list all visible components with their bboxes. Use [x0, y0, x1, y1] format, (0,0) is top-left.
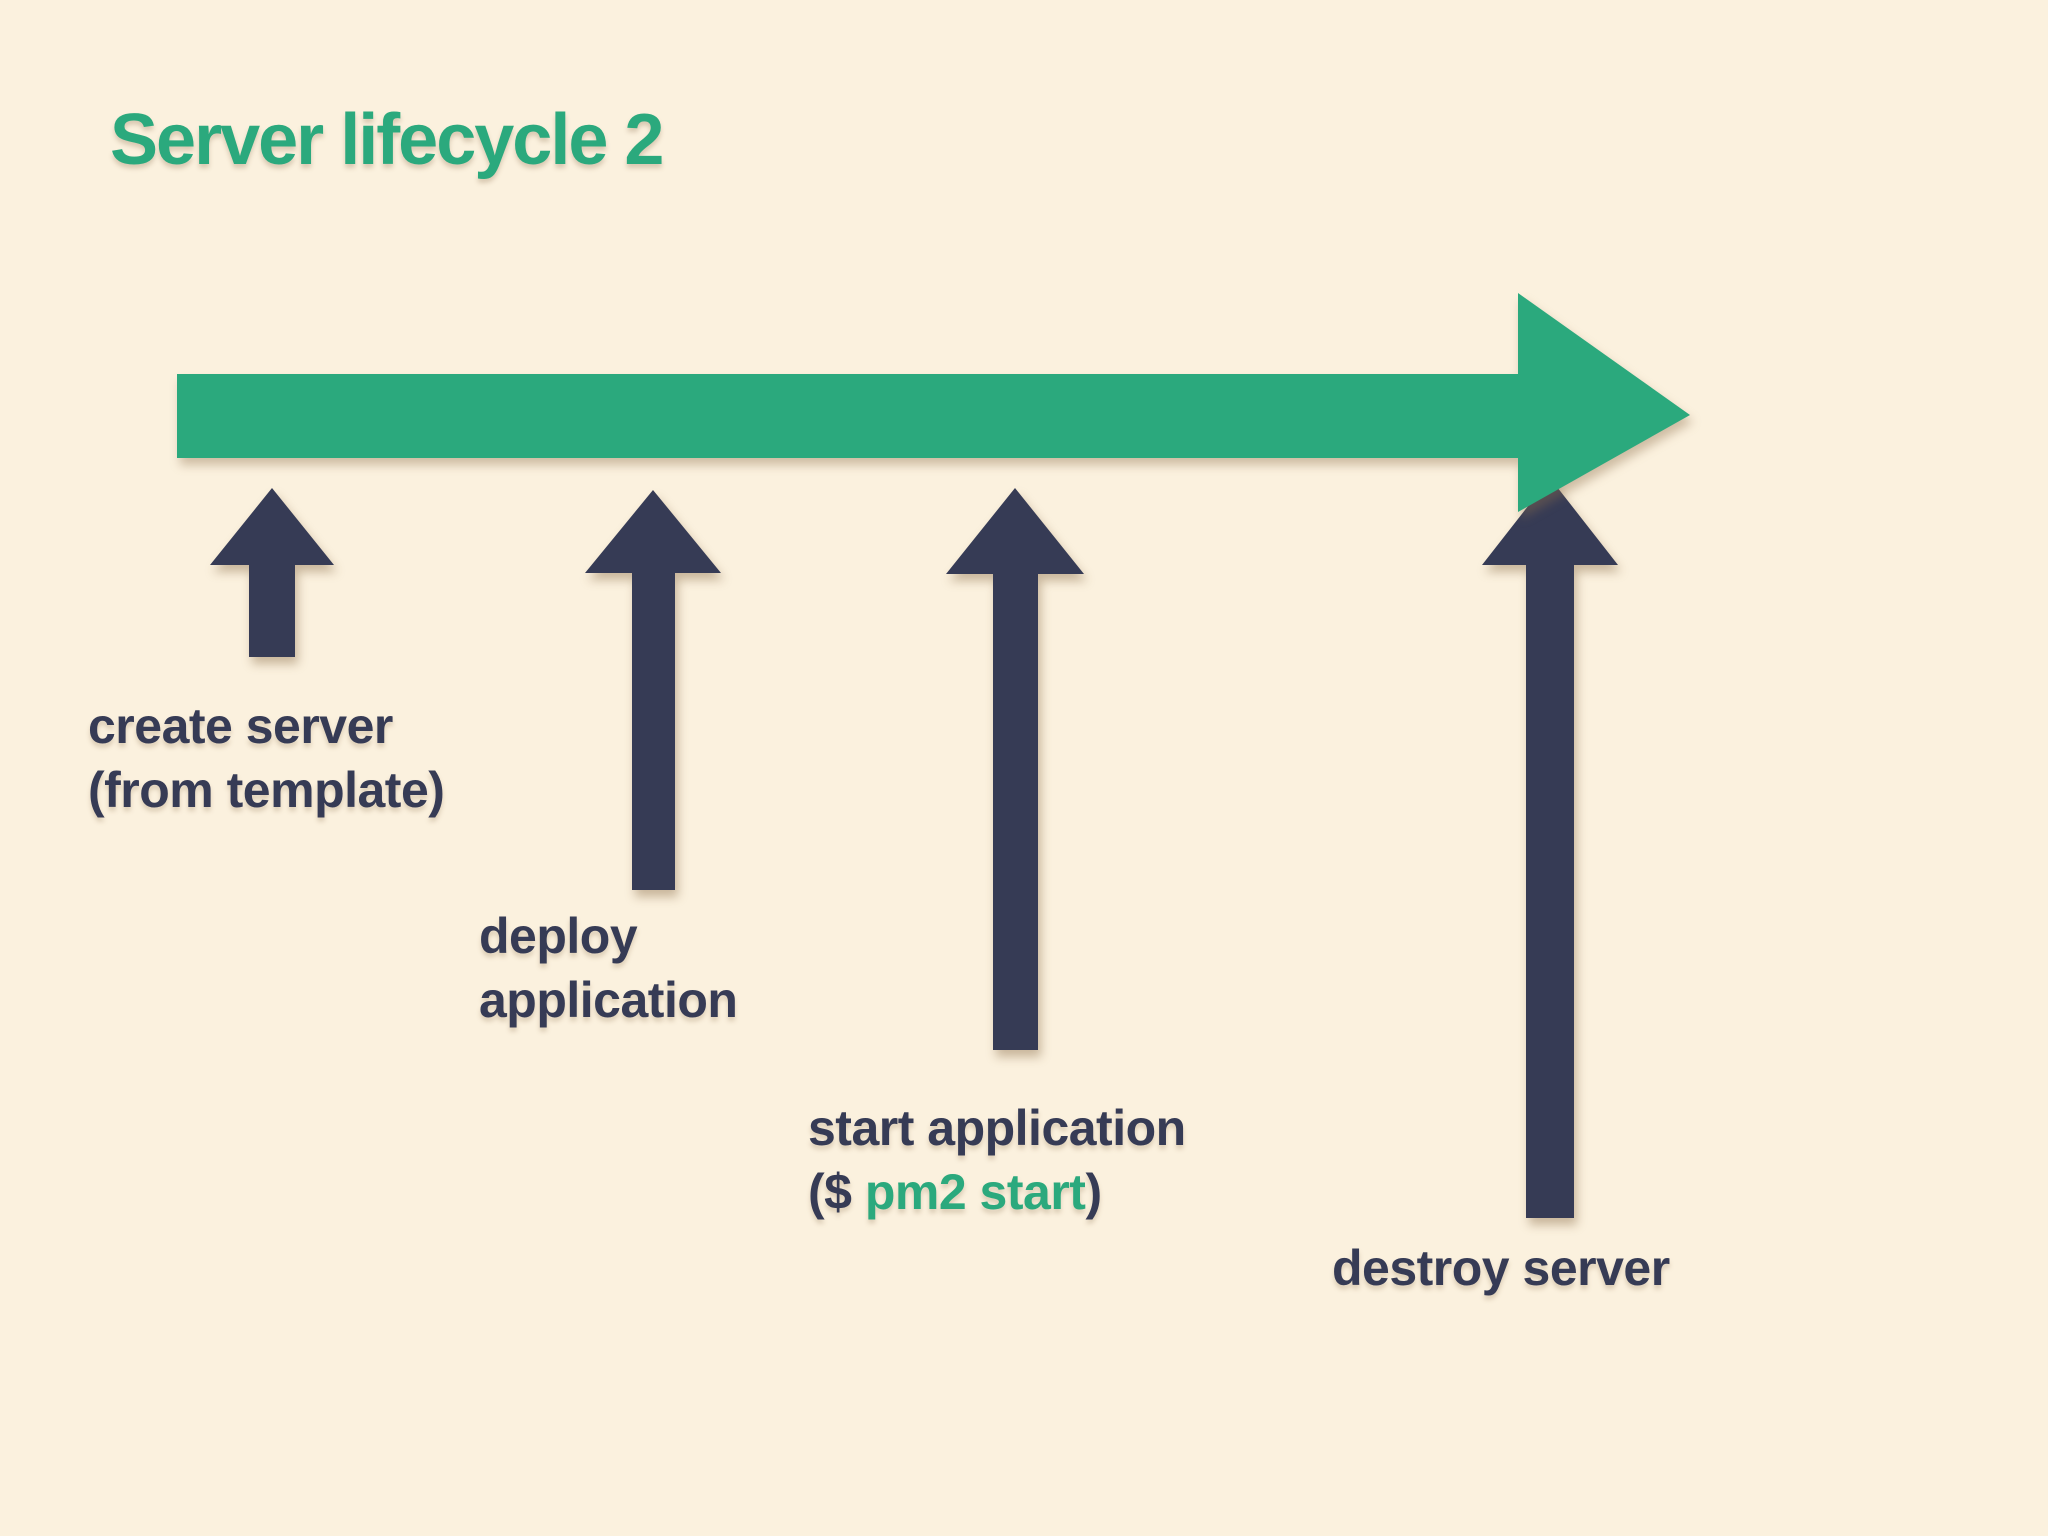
destroy-server-up-arrow — [1482, 478, 1618, 1218]
label-start-application: start application ($ pm2 start) — [808, 1096, 1186, 1224]
label-start-application-paren-close: ) — [1085, 1164, 1102, 1220]
label-create-server: create server (from template) — [88, 694, 445, 822]
label-create-server-line1: create server — [88, 698, 393, 754]
create-server-up-arrow — [210, 488, 334, 657]
label-destroy-server-line1: destroy server — [1332, 1240, 1670, 1296]
timeline-right-arrow — [177, 293, 1690, 512]
label-create-server-line2: (from template) — [88, 762, 445, 818]
label-start-application-command: pm2 start — [864, 1164, 1086, 1220]
label-start-application-line1: start application — [808, 1100, 1186, 1156]
label-deploy-application-line2: application — [479, 972, 738, 1028]
label-destroy-server: destroy server — [1332, 1236, 1670, 1300]
slide-title: Server lifecycle 2 — [110, 100, 664, 180]
label-start-application-paren-open: ($ — [808, 1164, 865, 1220]
start-application-up-arrow — [946, 488, 1084, 1050]
deploy-application-up-arrow — [585, 490, 721, 890]
label-deploy-application: deploy application — [479, 904, 738, 1032]
label-deploy-application-line1: deploy — [479, 908, 638, 964]
